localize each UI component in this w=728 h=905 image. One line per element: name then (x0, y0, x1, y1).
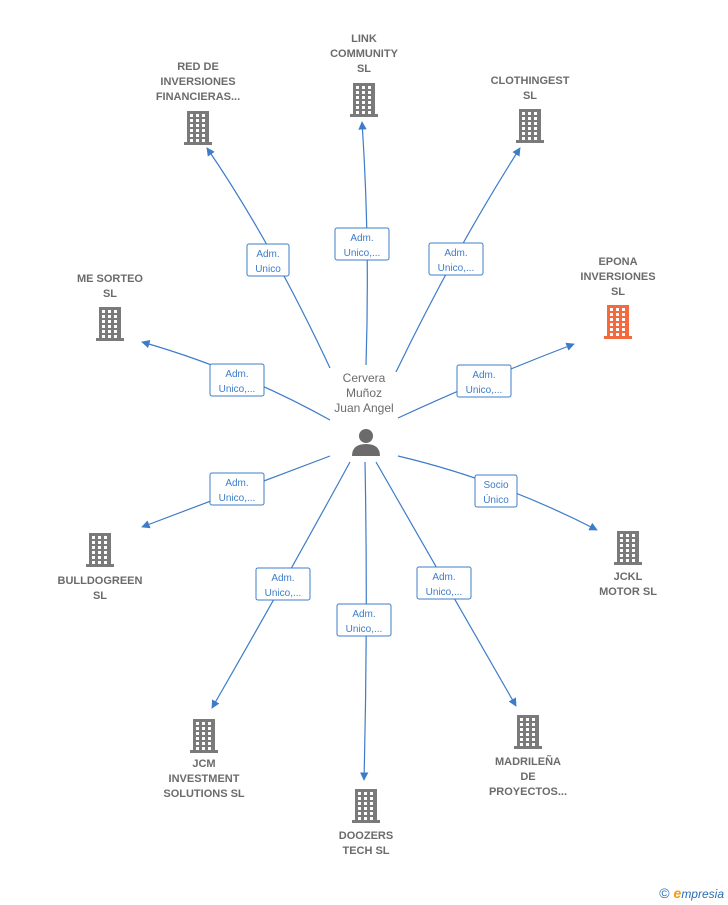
company-name-line: FINANCIERAS... (156, 91, 240, 103)
edge-label-text: Adm. (352, 609, 375, 620)
edge-label-text: Adm. (225, 478, 248, 489)
edge-label-text: Unico,... (265, 588, 302, 599)
company-name-line: LINK (351, 33, 377, 45)
edge-label-doozers[interactable]: Adm. Unico,... (336, 603, 392, 637)
company-name-line: SL (357, 63, 371, 75)
company-name-line: MADRILEÑA (495, 755, 561, 768)
brand-logo: empresia (673, 885, 724, 901)
company-name-line: BULLDOGREEN (58, 575, 143, 587)
edge-label-text: Unico (255, 264, 281, 275)
company-name-line: SL (523, 90, 537, 102)
building-icon (184, 111, 212, 145)
company-name-line: MOTOR SL (599, 586, 657, 598)
edge-label-text: Adm. (350, 233, 373, 244)
company-node-jckl[interactable]: JCKL MOTOR SL (599, 531, 657, 598)
building-icon (350, 83, 378, 117)
company-name-line: CLOTHINGEST (491, 75, 570, 87)
person-name-line: Juan Angel (334, 401, 393, 415)
company-name-line: EPONA (598, 256, 637, 268)
building-icon (86, 533, 114, 567)
edge-label-bulldogreen[interactable]: Adm. Unico,... (209, 472, 265, 506)
company-name-line: SL (93, 590, 107, 602)
company-name-line: RED DE (177, 61, 219, 73)
company-name-line: SL (611, 286, 625, 298)
company-name-line: DE (520, 771, 535, 783)
edge-label-box[interactable] (255, 567, 311, 601)
edge-label-box[interactable] (456, 364, 512, 398)
edge-label-text: Socio (483, 480, 508, 491)
company-node-madrilena[interactable]: MADRILEÑA DE PROYECTOS... (489, 715, 567, 798)
edge-label-box[interactable] (336, 603, 392, 637)
edge-label-madrilena[interactable]: Adm. Unico,... (416, 566, 472, 600)
building-icon (614, 531, 642, 565)
company-node-mesorteo[interactable]: ME SORTEO SL (77, 273, 143, 341)
edge-label-text: Unico,... (438, 263, 475, 274)
edge-label-text: Adm. (271, 573, 294, 584)
company-name-line: JCM (192, 758, 215, 770)
person-icon (352, 429, 380, 456)
edge-label-box[interactable] (474, 474, 518, 508)
company-name-line: JCKL (614, 571, 643, 583)
company-node-jcm[interactable]: JCM INVESTMENT SOLUTIONS SL (163, 719, 245, 800)
edge-label-box[interactable] (209, 363, 265, 397)
company-node-bulldogreen[interactable]: BULLDOGREEN SL (58, 533, 143, 602)
edge-label-box[interactable] (416, 566, 472, 600)
edge-label-red[interactable]: Adm. Unico (246, 243, 290, 277)
edge-label-box[interactable] (209, 472, 265, 506)
nodes-layer: RED DE INVERSIONES FINANCIERAS... LINK COMMU… (58, 33, 658, 857)
company-node-epona[interactable]: EPONA INVERSIONES SL (580, 256, 656, 339)
footer-brand: © empresia (659, 885, 724, 901)
company-name-line: INVERSIONES (160, 76, 235, 88)
edge-label-text: Adm. (256, 249, 279, 260)
edge-label-text: Unico,... (219, 384, 256, 395)
company-node-doozers[interactable]: DOOZERS TECH SL (339, 789, 393, 857)
edge-label-link[interactable]: Adm. Unico,... (334, 227, 390, 261)
company-name-line: SOLUTIONS SL (163, 788, 245, 800)
edge-label-text: Adm. (225, 369, 248, 380)
building-icon (190, 719, 218, 753)
edge-label-text: Unico,... (466, 385, 503, 396)
edge-label-text: Unico,... (426, 587, 463, 598)
company-node-link[interactable]: LINK COMMUNITY SL (330, 33, 399, 117)
company-node-clothingest[interactable]: CLOTHINGEST SL (491, 75, 570, 143)
edge-label-text: Adm. (472, 370, 495, 381)
edge-label-mesorteo[interactable]: Adm. Unico,... (209, 363, 265, 397)
edge-label-text: Unico,... (346, 624, 383, 635)
building-icon (352, 789, 380, 823)
edge-label-jcm[interactable]: Adm. Unico,... (255, 567, 311, 601)
edge-labels-layer: Adm.UnicoAdm.Unico,...Adm.Unico,...Adm.U… (209, 227, 518, 637)
company-name-line: TECH SL (342, 845, 389, 857)
edge-label-text: Adm. (444, 248, 467, 259)
edge-label-text: Único (483, 493, 509, 506)
company-name-line: PROYECTOS... (489, 786, 567, 798)
company-name-line: INVERSIONES (580, 271, 655, 283)
building-icon (96, 307, 124, 341)
company-name-line: ME SORTEO (77, 273, 143, 285)
edge-label-text: Unico,... (344, 248, 381, 259)
company-name-line: INVESTMENT (169, 773, 240, 785)
company-node-red[interactable]: RED DE INVERSIONES FINANCIERAS... (156, 61, 240, 145)
building-icon (516, 109, 544, 143)
edge-label-text: Unico,... (219, 493, 256, 504)
person-name-line: Cervera (343, 371, 386, 385)
company-name-line: SL (103, 288, 117, 300)
edge-label-box[interactable] (334, 227, 390, 261)
edge-label-box[interactable] (428, 242, 484, 276)
edge-label-box[interactable] (246, 243, 290, 277)
copyright-icon: © (659, 885, 670, 901)
building-icon-highlight (604, 305, 632, 339)
company-name-line: COMMUNITY (330, 48, 398, 60)
edge-label-text: Adm. (432, 572, 455, 583)
building-icon (514, 715, 542, 749)
person-name-line: Muñoz (346, 386, 382, 400)
edge-label-epona[interactable]: Adm. Unico,... (456, 364, 512, 398)
edge-label-clothingest[interactable]: Adm. Unico,... (428, 242, 484, 276)
company-name-line: DOOZERS (339, 830, 393, 842)
